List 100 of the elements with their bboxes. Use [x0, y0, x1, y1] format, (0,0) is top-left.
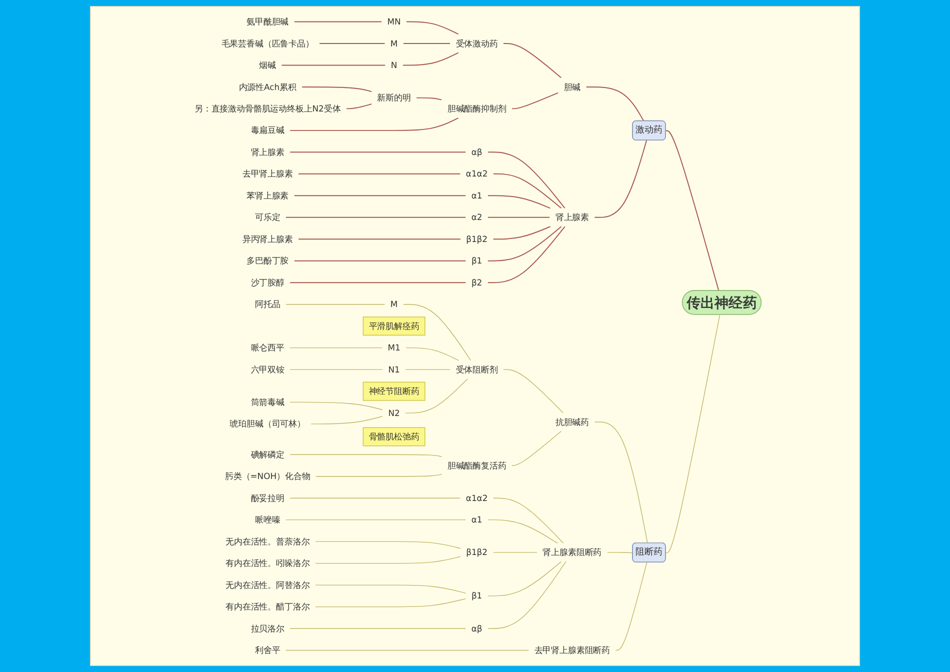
connector	[290, 282, 466, 284]
connector	[492, 498, 564, 544]
node-text: 抗胆碱药	[555, 417, 590, 427]
connector	[615, 562, 648, 651]
connector	[302, 86, 372, 92]
node-text: αβ	[471, 624, 482, 634]
node-text: 利舍平	[254, 645, 280, 656]
connector	[586, 86, 644, 122]
node-text: 肾上腺素	[250, 147, 284, 158]
connector	[298, 238, 461, 240]
node-text: 碘解磷定	[250, 450, 284, 460]
connector	[594, 422, 648, 544]
connector	[492, 552, 538, 553]
connector	[487, 226, 566, 284]
node-text: 阿托品	[254, 299, 280, 310]
node-text: 琥珀胆碱（司可林）	[230, 419, 306, 429]
node-text: 拉贝洛尔	[250, 624, 284, 634]
node-text: 氨甲酰胆碱	[246, 16, 289, 27]
connector	[488, 519, 558, 544]
node-text: 有内在活性。吲哚洛尔	[226, 558, 310, 568]
node-text: 异丙肾上腺素	[242, 234, 293, 244]
node-text: 肾上腺素阻断药	[542, 548, 602, 558]
node-text: 另：直接激动骨骼肌运动终板上N2受体	[194, 104, 341, 114]
node-text: 有内在活性。醋丁洛尔	[226, 602, 310, 612]
connector	[665, 130, 720, 292]
connector	[290, 402, 383, 410]
connector	[285, 216, 466, 218]
node-text: 受体阻断剂	[456, 364, 498, 374]
node-text: M	[390, 299, 398, 310]
node-text: αβ	[471, 147, 482, 158]
connector	[402, 42, 451, 44]
connector	[281, 64, 386, 66]
node-label: 平滑肌解痉药	[368, 321, 420, 332]
connector	[314, 598, 466, 608]
node-text: MN	[387, 16, 401, 27]
connector	[298, 173, 461, 174]
connector	[405, 378, 468, 414]
node-text: 毛果芸香碱（匹鲁卡品）	[221, 38, 314, 48]
node-label: 骨骼肌松弛药	[368, 432, 420, 442]
node-text: 哌唑嗪	[254, 514, 280, 525]
connector	[346, 104, 372, 110]
connector	[406, 21, 460, 35]
connector	[290, 628, 466, 629]
node-text: 无内在活性。普萘洛尔	[226, 536, 310, 546]
node-text: 无内在活性。阿替洛尔	[226, 580, 310, 590]
connector	[294, 195, 466, 196]
connector	[406, 347, 459, 361]
node-text: 可乐定	[254, 212, 280, 222]
connector	[314, 541, 461, 549]
node-text: α1α2	[466, 493, 488, 503]
node-text: 沙丁胺醇	[250, 278, 284, 288]
connector	[310, 416, 383, 424]
connector	[487, 152, 566, 209]
connector	[402, 52, 460, 66]
connector	[290, 117, 460, 131]
node-text: 筒箭毒碱	[250, 397, 284, 408]
connector	[665, 314, 720, 554]
node-text: N	[390, 60, 398, 70]
connector	[594, 140, 648, 218]
connector	[606, 552, 634, 554]
node-text: β1β2	[466, 548, 488, 558]
connector	[290, 369, 383, 370]
node-text: 烟碱	[259, 60, 276, 70]
node-text: 哌仑西平	[250, 342, 284, 353]
node-text: 去甲肾上腺素阻断药	[534, 645, 610, 656]
node-text: 毒扁豆碱	[250, 126, 284, 136]
node-text: α1	[471, 514, 482, 525]
connector	[294, 260, 466, 262]
node-text: 肾上腺素	[555, 212, 590, 222]
node-text: 胆碱酯酶抑制剂	[447, 104, 506, 114]
node-text: 胆碱酯酶复活药	[447, 460, 506, 470]
node-text: M	[390, 38, 398, 48]
node-text: α1α2	[466, 169, 488, 179]
node-text: α2	[471, 212, 482, 222]
node-text: 内源性Ach累积	[238, 82, 296, 92]
connector	[314, 556, 461, 564]
connector	[487, 195, 551, 209]
connector	[314, 584, 466, 594]
node-text: 受体激动药	[456, 38, 498, 48]
node-text: N2	[388, 408, 400, 418]
connector	[285, 304, 386, 305]
connector	[488, 561, 566, 629]
node-text: N1	[388, 364, 400, 374]
connector	[487, 561, 562, 596]
node-text: 多巴酚丁胺	[246, 256, 289, 266]
connector	[511, 92, 559, 110]
node-text: 肟类（=NOH）化合物	[224, 471, 310, 482]
node-text: 六甲双铵	[250, 364, 284, 374]
connector	[405, 369, 450, 370]
connector	[416, 97, 442, 100]
connector	[492, 226, 551, 240]
node-text: β1	[471, 591, 482, 601]
connector	[487, 216, 550, 218]
node-text: M1	[388, 342, 400, 353]
connector	[290, 152, 466, 153]
node-text: 苯肾上腺素	[246, 190, 289, 201]
connector	[285, 650, 530, 651]
connector	[315, 474, 442, 477]
connector	[290, 347, 382, 348]
node-text: 新斯的明	[377, 92, 411, 103]
